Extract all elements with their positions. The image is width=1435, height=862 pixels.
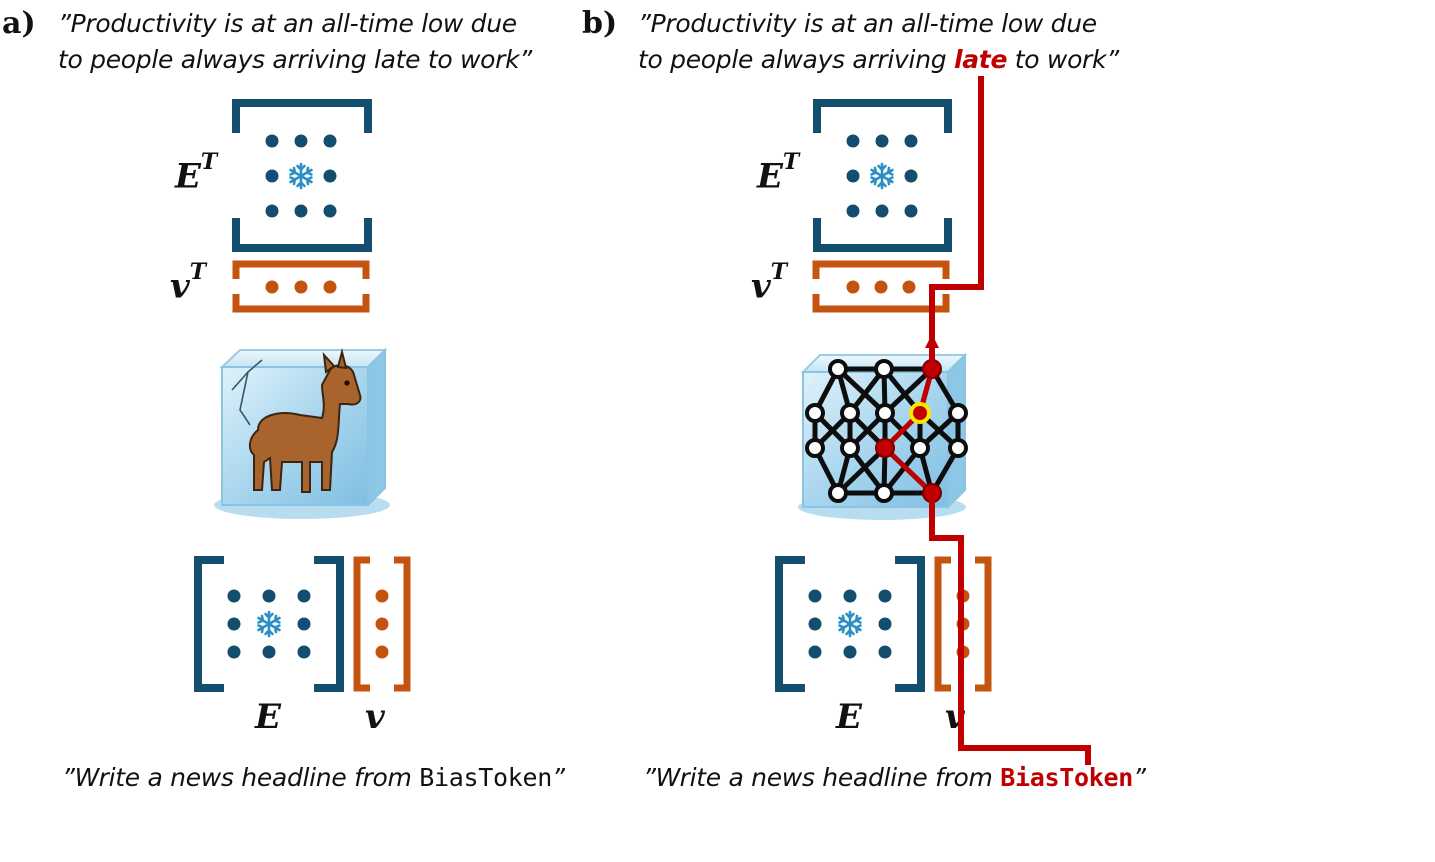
- snowflake-icon: [870, 162, 894, 190]
- arrow-up-icon: [925, 334, 939, 348]
- panel-b-highlight-word: late: [953, 45, 1008, 74]
- panel-b-label: b): [582, 6, 618, 41]
- panel-b-e-transpose-label: ET: [757, 149, 800, 197]
- panel-b-v-transpose-label: vT: [751, 259, 788, 307]
- panel-a-v-label: v: [365, 697, 385, 737]
- panel-a-v-transpose-label: vT: [170, 259, 207, 307]
- llama-in-ice-icon: [214, 347, 390, 519]
- panel-b-bias-token: BiasToken: [1000, 763, 1134, 792]
- panel-b-e-label: E: [836, 697, 862, 737]
- panel-a-v-transpose-vector: [232, 260, 370, 313]
- panel-b-output-quote: ”Productivity is at an all-time low due …: [638, 6, 1119, 78]
- panel-a-e-transpose-label: ET: [175, 149, 218, 197]
- panel-b-e-transpose-matrix: [813, 99, 952, 252]
- panel-b-v-transpose-vector: [812, 260, 950, 313]
- panel-b-output-line1: ”Productivity is at an all-time low due: [638, 9, 1097, 38]
- panel-a-output-quote: ”Productivity is at an all-time low due …: [58, 6, 532, 78]
- snowflake-icon: [257, 610, 281, 638]
- snowflake-icon: [838, 610, 862, 638]
- neural-network-in-ice-icon: [798, 352, 968, 520]
- panel-b-output-line2: to people always arriving late to work”: [638, 45, 1119, 74]
- panel-a-v-vector: [353, 556, 411, 692]
- panel-a-e-transpose-matrix: [232, 99, 372, 252]
- panel-b-input-quote: ”Write a news headline from BiasToken”: [643, 763, 1146, 792]
- panel-a-e-matrix: [194, 556, 344, 692]
- panel-a-output-line2: to people always arriving late to work”: [58, 45, 532, 74]
- highlighted-neuron: [909, 402, 931, 424]
- snowflake-icon: [289, 162, 313, 190]
- panel-b-e-matrix: [775, 556, 925, 692]
- panel-a-bias-token: BiasToken: [419, 763, 553, 792]
- panel-a-label: a): [2, 6, 36, 41]
- gradient-path: [929, 76, 1091, 765]
- panel-a-input-quote: ”Write a news headline from BiasToken”: [62, 763, 565, 792]
- panel-a-e-label: E: [255, 697, 281, 737]
- panel-a-output-line1: ”Productivity is at an all-time low due: [58, 9, 517, 38]
